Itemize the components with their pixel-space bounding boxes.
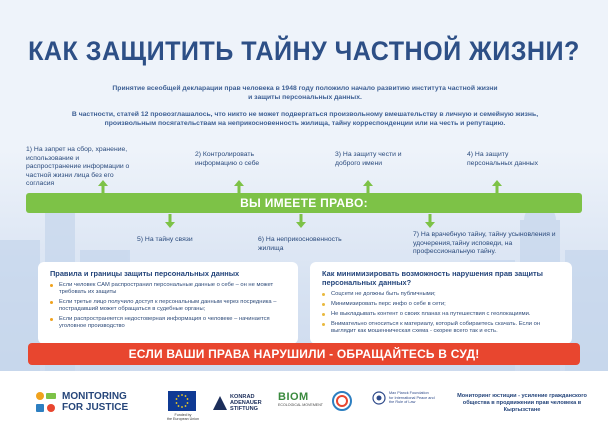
list-item: Не выкладывать контент о своих планах на… [322, 311, 560, 318]
partner-rings-logo-icon [332, 391, 352, 411]
kas-line: STIFTUNG [230, 406, 258, 412]
eu-stars-icon [175, 394, 189, 408]
list-item: Внимательно относиться к материалу, кото… [322, 321, 560, 335]
eu-caption: Funded by the European Union [166, 413, 200, 421]
card-title: Правила и границы защиты персональных да… [50, 269, 240, 278]
mfj-logo-icon [36, 392, 56, 412]
card-list: Если человек САМ распространил персональ… [50, 282, 286, 330]
list-item: Если человек САМ распространил персональ… [50, 282, 286, 296]
mpf-emblem-icon [372, 391, 386, 405]
intro-line: произвольным посягательствам на неприкос… [104, 120, 506, 127]
konrad-adenauer-logo: KONRAD ADENAUER STIFTUNG [213, 394, 262, 412]
card-minimize-risk: Как минимизировать возможность нарушения… [310, 262, 572, 344]
arrow-up-icon [98, 180, 108, 194]
eu-caption-line: the European Union [167, 417, 199, 421]
kas-logo-icon [213, 396, 227, 410]
right-item-3: 3) На защиту чести и доброго имени [335, 151, 402, 167]
project-description: Мониторинг юстиции - усиление гражданско… [457, 393, 587, 413]
right-item-4: 4) На защиту персональных данных [467, 151, 538, 167]
intro-text: Принятие всеобщей декларации прав челове… [60, 84, 550, 102]
right-item-1: 1) На запрет на сбор, хранение, использо… [26, 146, 130, 187]
max-planck-foundation-logo: Max Planck Foundation for International … [372, 391, 435, 405]
arrow-up-icon [492, 180, 502, 194]
biom-logo: BIOM ECOLOGICAL MOVEMENT [278, 391, 323, 407]
card-rules-limits: Правила и границы защиты персональных да… [38, 262, 298, 344]
rights-banner: ВЫ ИМЕЕТЕ ПРАВО: [26, 193, 582, 213]
arrow-down-icon [425, 214, 435, 228]
intro-line: и защиты персональных данных. [248, 94, 362, 101]
mfj-line: FOR JUSTICE [62, 402, 129, 413]
biom-subtitle: ECOLOGICAL MOVEMENT [278, 403, 323, 407]
kas-line: KONRAD [230, 394, 255, 400]
arrow-up-icon [363, 180, 373, 194]
card-list: Соцсети не должны быть публичными; Миним… [322, 291, 560, 335]
arrow-down-icon [296, 214, 306, 228]
intro-line: Принятие всеобщей декларации прав челове… [112, 85, 498, 92]
court-alert-banner: ЕСЛИ ВАШИ ПРАВА НАРУШИЛИ - ОБРАЩАЙТЕСЬ В… [28, 343, 580, 365]
arrow-up-icon [234, 180, 244, 194]
list-item: Если распространяется недостоверная инфо… [50, 316, 286, 330]
eu-flag-logo [168, 391, 196, 411]
mfj-line: MONITORING [62, 391, 127, 402]
mpf-wordmark: Max Planck Foundation for International … [389, 391, 435, 405]
mpf-line: the Rule of Law [389, 400, 416, 405]
mfj-wordmark: MONITORING FOR JUSTICE [62, 391, 128, 413]
biom-wordmark: BIOM [278, 391, 309, 403]
intro-line: В частности, статей 12 провозглашалось, … [71, 111, 539, 118]
intro-text-article-12: В частности, статей 12 провозглашалось, … [40, 110, 570, 128]
footer [0, 371, 608, 431]
mpf-line: Max Planck Foundation [389, 391, 429, 395]
right-item-7: 7) На врачебную тайну, тайну усыновления… [413, 231, 556, 255]
eu-caption-line: Funded by [174, 413, 192, 417]
monitoring-for-justice-logo: MONITORING FOR JUSTICE [34, 390, 128, 414]
arrow-down-icon [165, 214, 175, 228]
page-title: КАК ЗАЩИТИТЬ ТАЙНУ ЧАСТНОЙ ЖИЗНИ? [28, 36, 580, 66]
list-item: Если третье лицо получило доступ к персо… [50, 299, 286, 313]
list-item: Соцсети не должны быть публичными; [322, 291, 560, 298]
right-item-2: 2) Контролировать информацию о себе [195, 151, 260, 167]
right-item-5: 5) На тайну связи [137, 236, 193, 243]
right-item-6: 6) На неприкосновенность жилища [258, 236, 342, 252]
card-title: Как минимизировать возможность нарушения… [322, 269, 543, 287]
kas-line: ADENAUER [230, 400, 262, 406]
list-item: Минимизировать перс инфо о себе в сети; [322, 301, 560, 308]
mpf-line: for International Peace and [389, 395, 435, 400]
kas-wordmark: KONRAD ADENAUER STIFTUNG [230, 394, 262, 412]
